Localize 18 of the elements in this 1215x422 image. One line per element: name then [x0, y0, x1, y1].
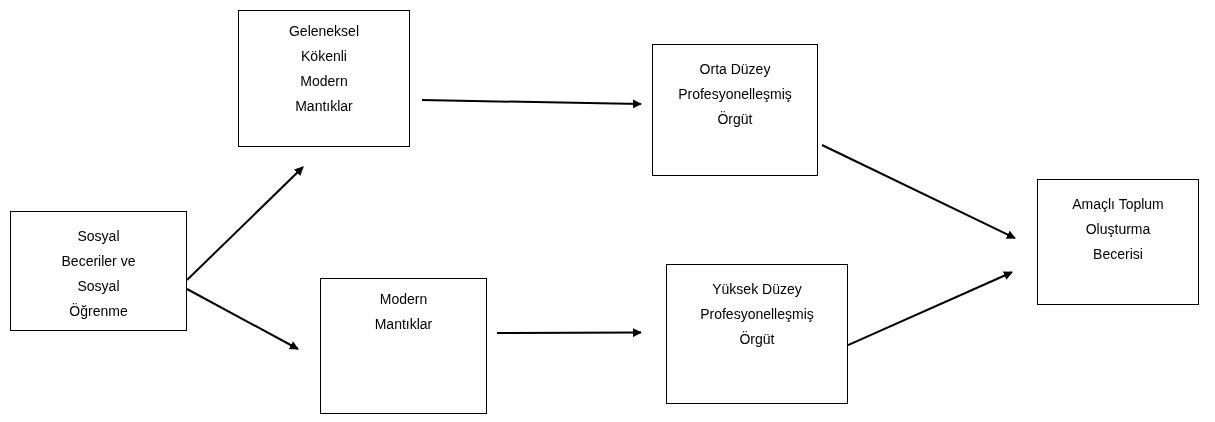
- process-box: [652, 44, 818, 176]
- process-box: [1037, 179, 1199, 305]
- box-label: Yüksek Düzey Profesyonelleşmiş Örgüt: [699, 280, 815, 349]
- box-label: Amaçlı Toplum Oluşturma Becerisi: [1071, 195, 1165, 264]
- arrow: [186, 166, 304, 281]
- box-label: Sosyal Beceriler ve Sosyal Öğrenme: [60, 227, 137, 321]
- process-box: [320, 278, 487, 414]
- process-box: [10, 211, 187, 331]
- box-label: Orta Düzey Profesyonelleşmiş Örgüt: [677, 60, 793, 129]
- box-label: Geleneksel Kökenli Modern Mantıklar: [287, 22, 360, 116]
- box-label: Modern Mantıklar: [373, 290, 434, 334]
- arrow: [186, 288, 299, 350]
- arrow: [847, 271, 1013, 347]
- process-box: [238, 10, 410, 147]
- process-box: [666, 264, 848, 404]
- arrow: [421, 99, 642, 109]
- arrow: [496, 328, 642, 338]
- arrow: [821, 144, 1016, 240]
